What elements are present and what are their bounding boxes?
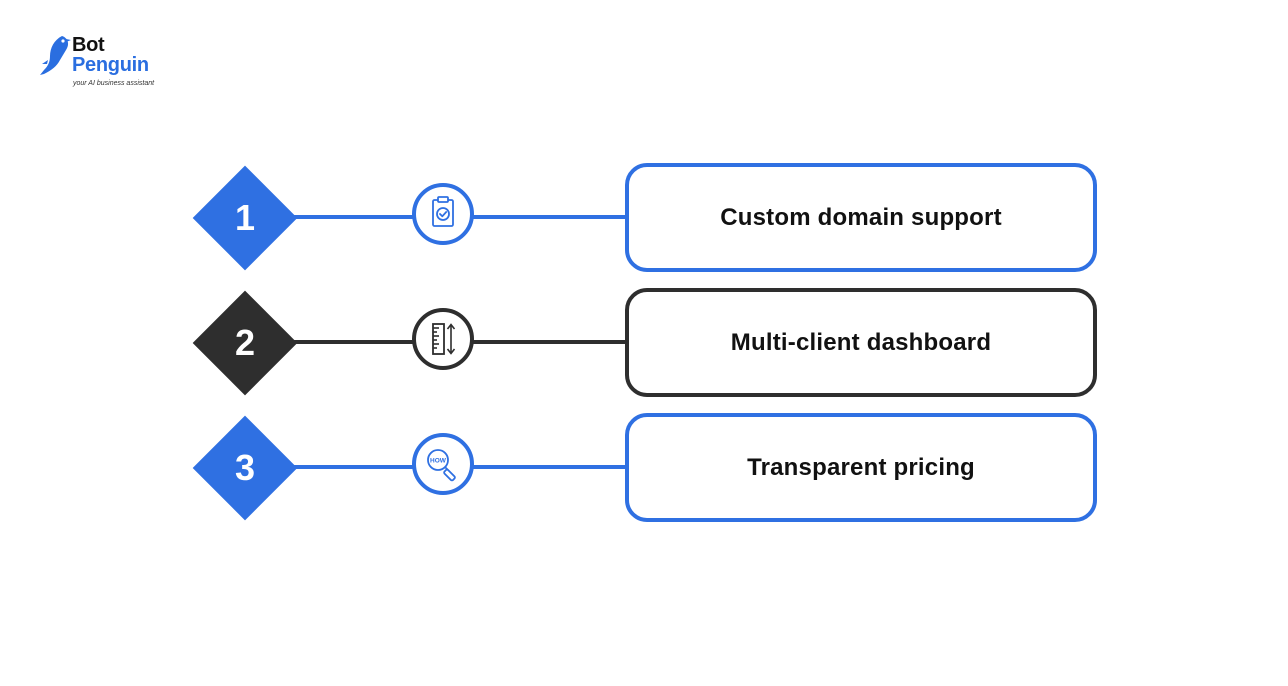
step-label: Custom domain support xyxy=(720,203,1002,231)
step-card: Transparent pricing xyxy=(625,413,1097,522)
brand-logo: Bot Penguin your AI business assistant xyxy=(38,34,178,94)
step-label: Transparent pricing xyxy=(747,453,975,481)
brand-name-line1: Bot xyxy=(72,34,105,56)
how-magnifier-icon: HOW xyxy=(427,449,456,482)
step-row-1: 1 Custom domain support xyxy=(0,163,1288,273)
penguin-logo-icon xyxy=(40,36,71,75)
clipboard-check-icon xyxy=(432,196,454,227)
step-number: 1 xyxy=(234,197,256,238)
step-row-2: 2 Multi-client dashboard xyxy=(0,288,1288,398)
step-card: Multi-client dashboard xyxy=(625,288,1097,397)
brand-tagline: your AI business assistant xyxy=(73,80,155,87)
step-icon-badge xyxy=(412,183,474,245)
step-number: 2 xyxy=(234,322,256,363)
step-icon-badge xyxy=(412,308,474,370)
step-label: Multi-client dashboard xyxy=(730,328,992,356)
step-number: 3 xyxy=(234,447,256,488)
step-card: Custom domain support xyxy=(625,163,1097,272)
ruler-measure-icon xyxy=(432,323,456,355)
brand-name-line2: Penguin xyxy=(72,54,149,76)
how-icon-text: HOW xyxy=(430,458,447,465)
step-row-3: 3 HOW Transparent pricing xyxy=(0,413,1288,523)
step-icon-badge: HOW xyxy=(412,433,474,495)
